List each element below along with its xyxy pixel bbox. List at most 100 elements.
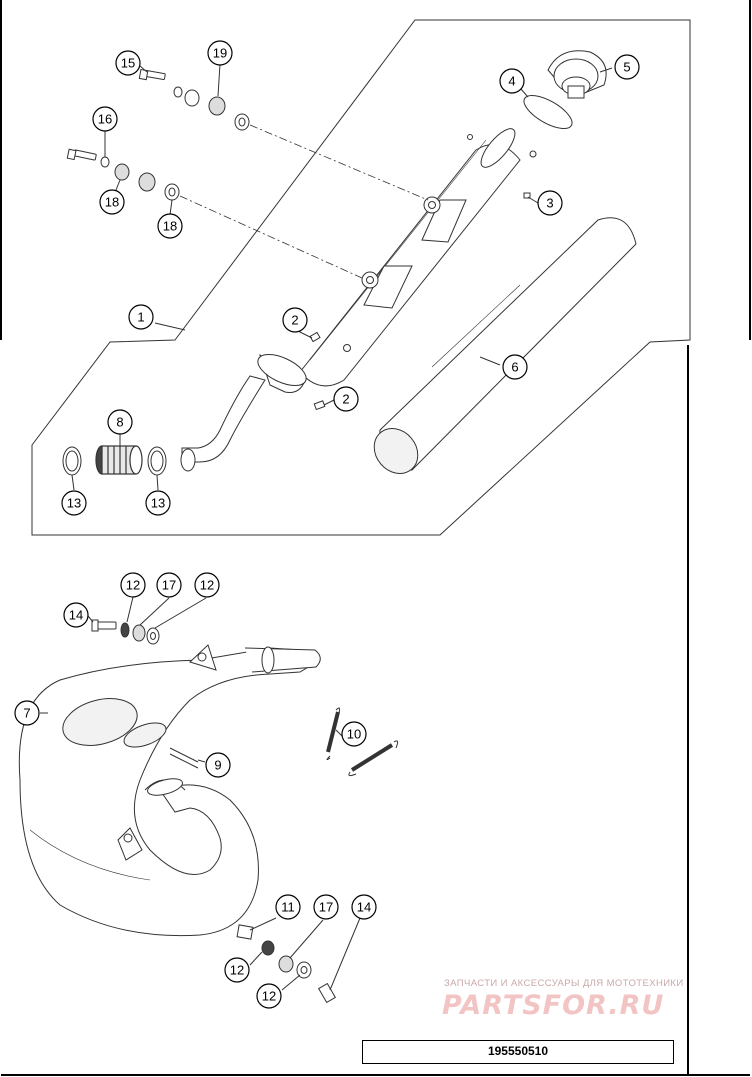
callout-4: 4 [499, 68, 525, 94]
callout-number: 10 [347, 727, 361, 742]
callout-2: 2 [333, 386, 359, 412]
callout-circle [156, 572, 182, 598]
callout-circle [313, 894, 339, 920]
callout-number: 12 [200, 578, 214, 593]
callout-5: 5 [614, 54, 640, 80]
callout-number: 14 [357, 900, 371, 915]
spring-icon [169, 747, 199, 769]
callout-circle [275, 894, 301, 920]
callout-number: 12 [230, 963, 244, 978]
callout-circle [128, 304, 154, 330]
callout-12: 12 [224, 957, 250, 983]
nut-11 [236, 924, 254, 940]
callout-12: 12 [194, 572, 220, 598]
callout-8: 8 [107, 409, 133, 435]
callout-13: 13 [61, 490, 87, 516]
end-cap [547, 50, 607, 99]
callout-circle [224, 957, 250, 983]
callout-number: 2 [291, 313, 298, 328]
exhaust-pipe [18, 644, 322, 937]
callout-number: 1 [137, 310, 144, 325]
callout-circle [207, 40, 233, 66]
callout-1: 1 [128, 304, 154, 330]
callout-14: 14 [351, 894, 377, 920]
callout-9: 9 [205, 752, 231, 778]
leader-line [40, 63, 613, 991]
callout-number: 5 [623, 60, 630, 75]
callout-13: 13 [145, 490, 171, 516]
silencer-body [299, 128, 521, 387]
callout-number: 15 [121, 56, 135, 71]
callout-6: 6 [502, 354, 528, 380]
callout-number: 4 [508, 74, 515, 89]
callout-number: 13 [67, 496, 81, 511]
screw-16 [66, 148, 97, 161]
callout-number: 14 [69, 608, 83, 623]
callout-number: 7 [23, 706, 30, 721]
watermark-caption: ЗАПЧАСТИ И АКСЕССУАРЫ ДЛЯ МОТОТЕХНИКИ [444, 978, 684, 989]
silencer-bracket-lower [361, 265, 413, 309]
callout-circle [115, 50, 141, 76]
callout-16: 16 [92, 106, 118, 132]
callout-circle [351, 894, 377, 920]
callout-number: 12 [262, 989, 276, 1004]
callout-7: 7 [14, 700, 40, 726]
callout-circle [537, 190, 563, 216]
callout-3: 3 [537, 190, 563, 216]
callout-circle [194, 572, 220, 598]
callout-circle [341, 721, 367, 747]
alignment-line [179, 124, 429, 279]
callout-17: 17 [313, 894, 339, 920]
callout-number: 17 [319, 900, 333, 915]
callout-12: 12 [120, 572, 146, 598]
callout-14: 14 [63, 602, 89, 628]
callout-circle [282, 307, 308, 333]
screw-15 [138, 68, 166, 81]
o-ring-icon [523, 94, 573, 130]
silencer-group-outline [31, 19, 691, 536]
callout-number: 11 [281, 900, 295, 915]
callout-15: 15 [115, 50, 141, 76]
callout-number: 18 [105, 195, 119, 210]
callout-circle [92, 106, 118, 132]
callout-number: 8 [116, 415, 123, 430]
callout-12: 12 [256, 983, 282, 1009]
silencer-packing [373, 217, 637, 474]
callout-number: 2 [342, 392, 349, 407]
spring-icon [326, 707, 399, 777]
callout-circle [614, 54, 640, 80]
callout-circle [333, 386, 359, 412]
clamp-sleeve [95, 445, 143, 475]
callout-circle [99, 189, 125, 215]
silencer-inlet-pipe [180, 353, 307, 472]
callout-number: 9 [214, 758, 221, 773]
callout-number: 3 [546, 196, 553, 211]
callout-number: 18 [163, 219, 177, 234]
callout-number: 12 [126, 578, 140, 593]
watermark-logo: PARTSFOR.RU [442, 990, 665, 1021]
callout-circle [145, 490, 171, 516]
callout-circle [63, 602, 89, 628]
callout-circle [256, 983, 282, 1009]
callout-circle [107, 409, 133, 435]
callout-11: 11 [275, 894, 301, 920]
callout-number: 6 [511, 360, 518, 375]
callout-17: 17 [156, 572, 182, 598]
callout-2: 2 [282, 307, 308, 333]
callout-19: 19 [207, 40, 233, 66]
callout-circle [205, 752, 231, 778]
callout-number: 16 [98, 112, 112, 127]
callout-number: 17 [162, 578, 176, 593]
callout-number: 19 [213, 46, 227, 61]
callout-18: 18 [157, 213, 183, 239]
callout-18: 18 [99, 189, 125, 215]
rivet-icon [309, 134, 537, 411]
callout-circle [502, 354, 528, 380]
washer-icon [100, 86, 250, 201]
callout-circle [120, 572, 146, 598]
callout-circle [157, 213, 183, 239]
callout-circle [14, 700, 40, 726]
screw-14 [91, 619, 337, 1004]
